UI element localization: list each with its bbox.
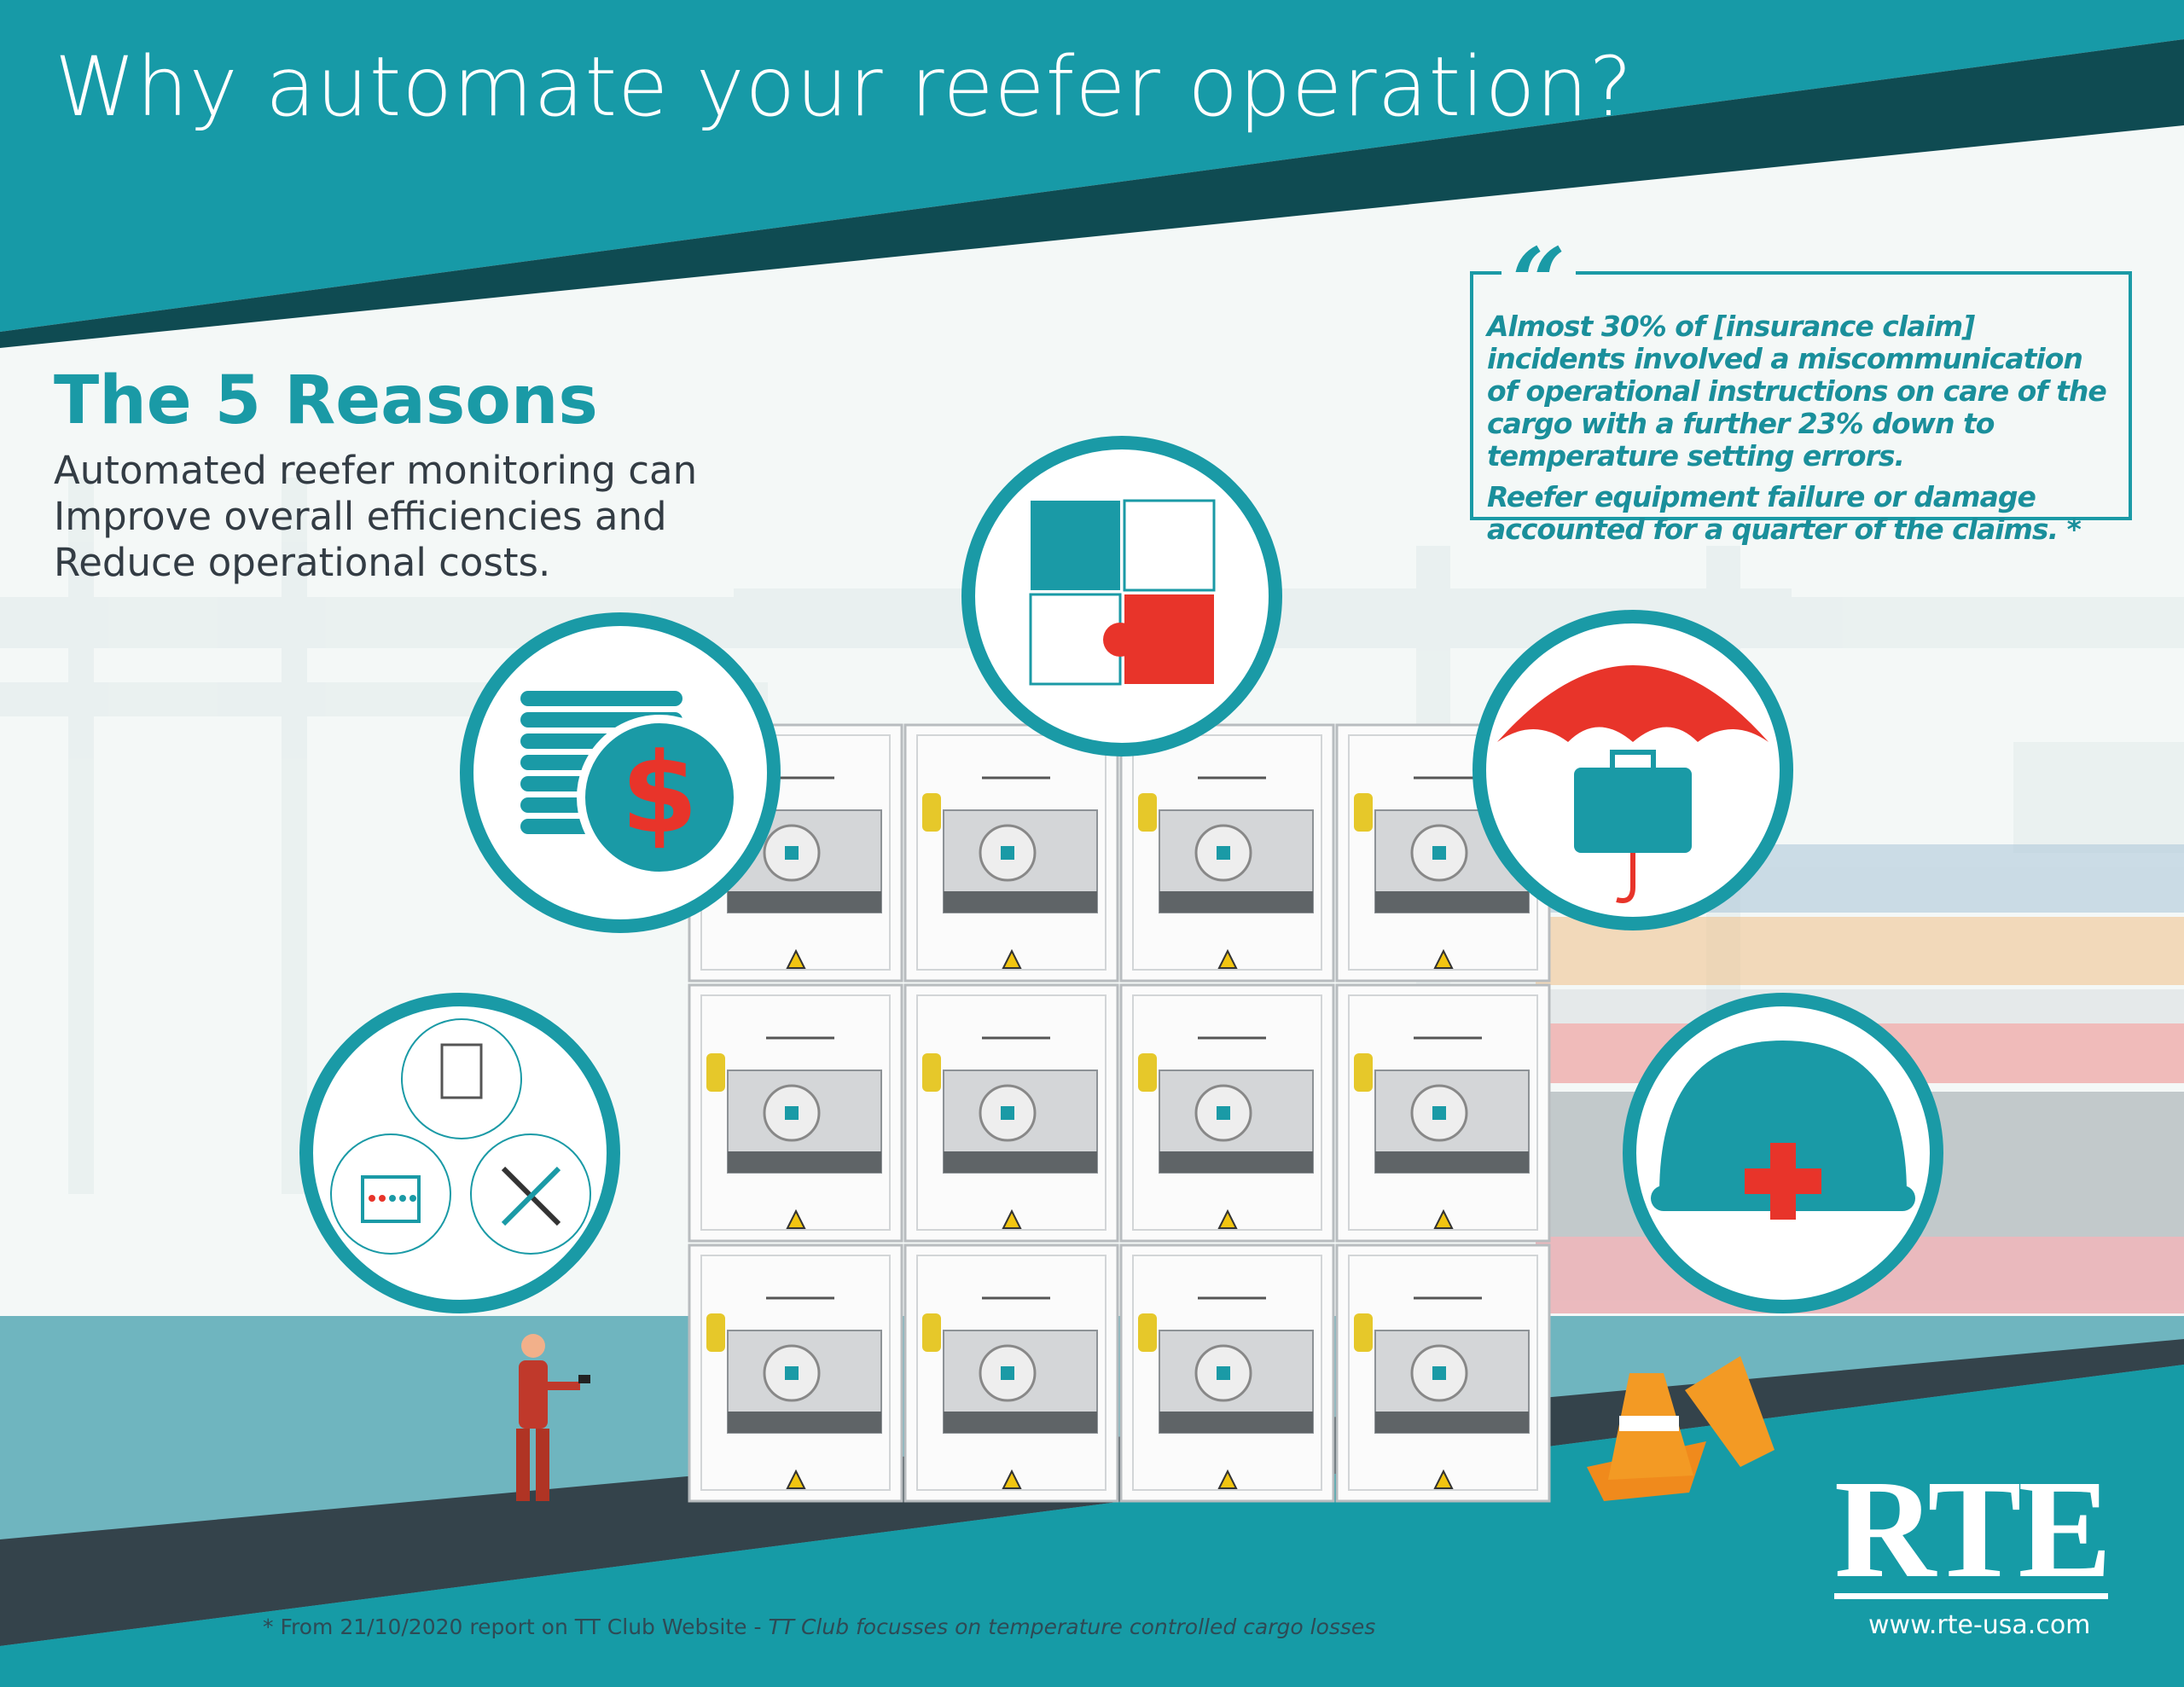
intro-line: Reduce operational costs. <box>54 540 551 585</box>
worker-figure <box>516 1334 590 1501</box>
reefer-container <box>903 983 1119 1243</box>
reefer-container <box>688 1244 903 1503</box>
rte-logo: RTE <box>1834 1451 2111 1607</box>
warning-icon <box>1002 948 1022 969</box>
header-accent-band <box>0 39 2184 348</box>
quote-paragraph: Reefer equipment failure or damage accou… <box>1487 480 2082 546</box>
page-title: Why automate your reefer operation? <box>55 39 1634 135</box>
quotation-mark-icon: “ <box>1502 235 1577 297</box>
warning-icon <box>1433 1469 1454 1489</box>
intro-text: Automated reefer monitoring can Improve … <box>54 448 697 586</box>
warning-icon <box>786 948 806 969</box>
warning-icon <box>1217 1209 1238 1229</box>
header-band <box>0 0 2184 332</box>
umbrella-briefcase-icon <box>1472 610 1793 930</box>
reasons-heading: The 5 Reasons <box>54 362 598 439</box>
reefer-container <box>903 1244 1119 1503</box>
warning-icon <box>1217 948 1238 969</box>
checklist-calendar-tools-icon <box>299 993 620 1313</box>
coins-dollar-icon: $ <box>460 612 781 933</box>
reefer-container <box>1119 983 1335 1243</box>
traffic-cones <box>1587 1356 1774 1501</box>
warning-icon <box>786 1209 806 1229</box>
footnote-title: TT Club focusses on temperature controll… <box>768 1615 1376 1639</box>
warning-icon <box>1433 1209 1454 1229</box>
website-link[interactable]: www.rte-usa.com <box>1868 1610 2091 1640</box>
reefer-container <box>1335 983 1551 1243</box>
quote-paragraph: Almost 30% of [insurance claim] incident… <box>1487 310 2107 472</box>
warning-icon <box>1002 1209 1022 1229</box>
quote-box: Almost 30% of [insurance claim] incident… <box>1470 271 2132 546</box>
footnote: * From 21/10/2020 report on TT Club Webs… <box>263 1615 1375 1639</box>
reefer-container <box>903 723 1119 983</box>
intro-line: Improve overall efficiencies and <box>54 494 667 539</box>
hard-hat-medical-icon <box>1623 993 1943 1313</box>
warning-icon <box>1002 1469 1022 1489</box>
warning-icon <box>786 1469 806 1489</box>
reefer-container <box>1119 723 1335 983</box>
puzzle-icon <box>961 436 1282 757</box>
dollar-icon: $ <box>621 728 698 858</box>
reefer-container <box>688 983 903 1243</box>
reefer-container <box>1335 1244 1551 1503</box>
intro-line: Automated reefer monitoring can <box>54 448 698 493</box>
warning-icon <box>1217 1469 1238 1489</box>
warning-icon <box>1433 948 1454 969</box>
reefer-container <box>1119 1244 1335 1503</box>
footnote-source: * From 21/10/2020 report on TT Club Webs… <box>263 1615 769 1639</box>
